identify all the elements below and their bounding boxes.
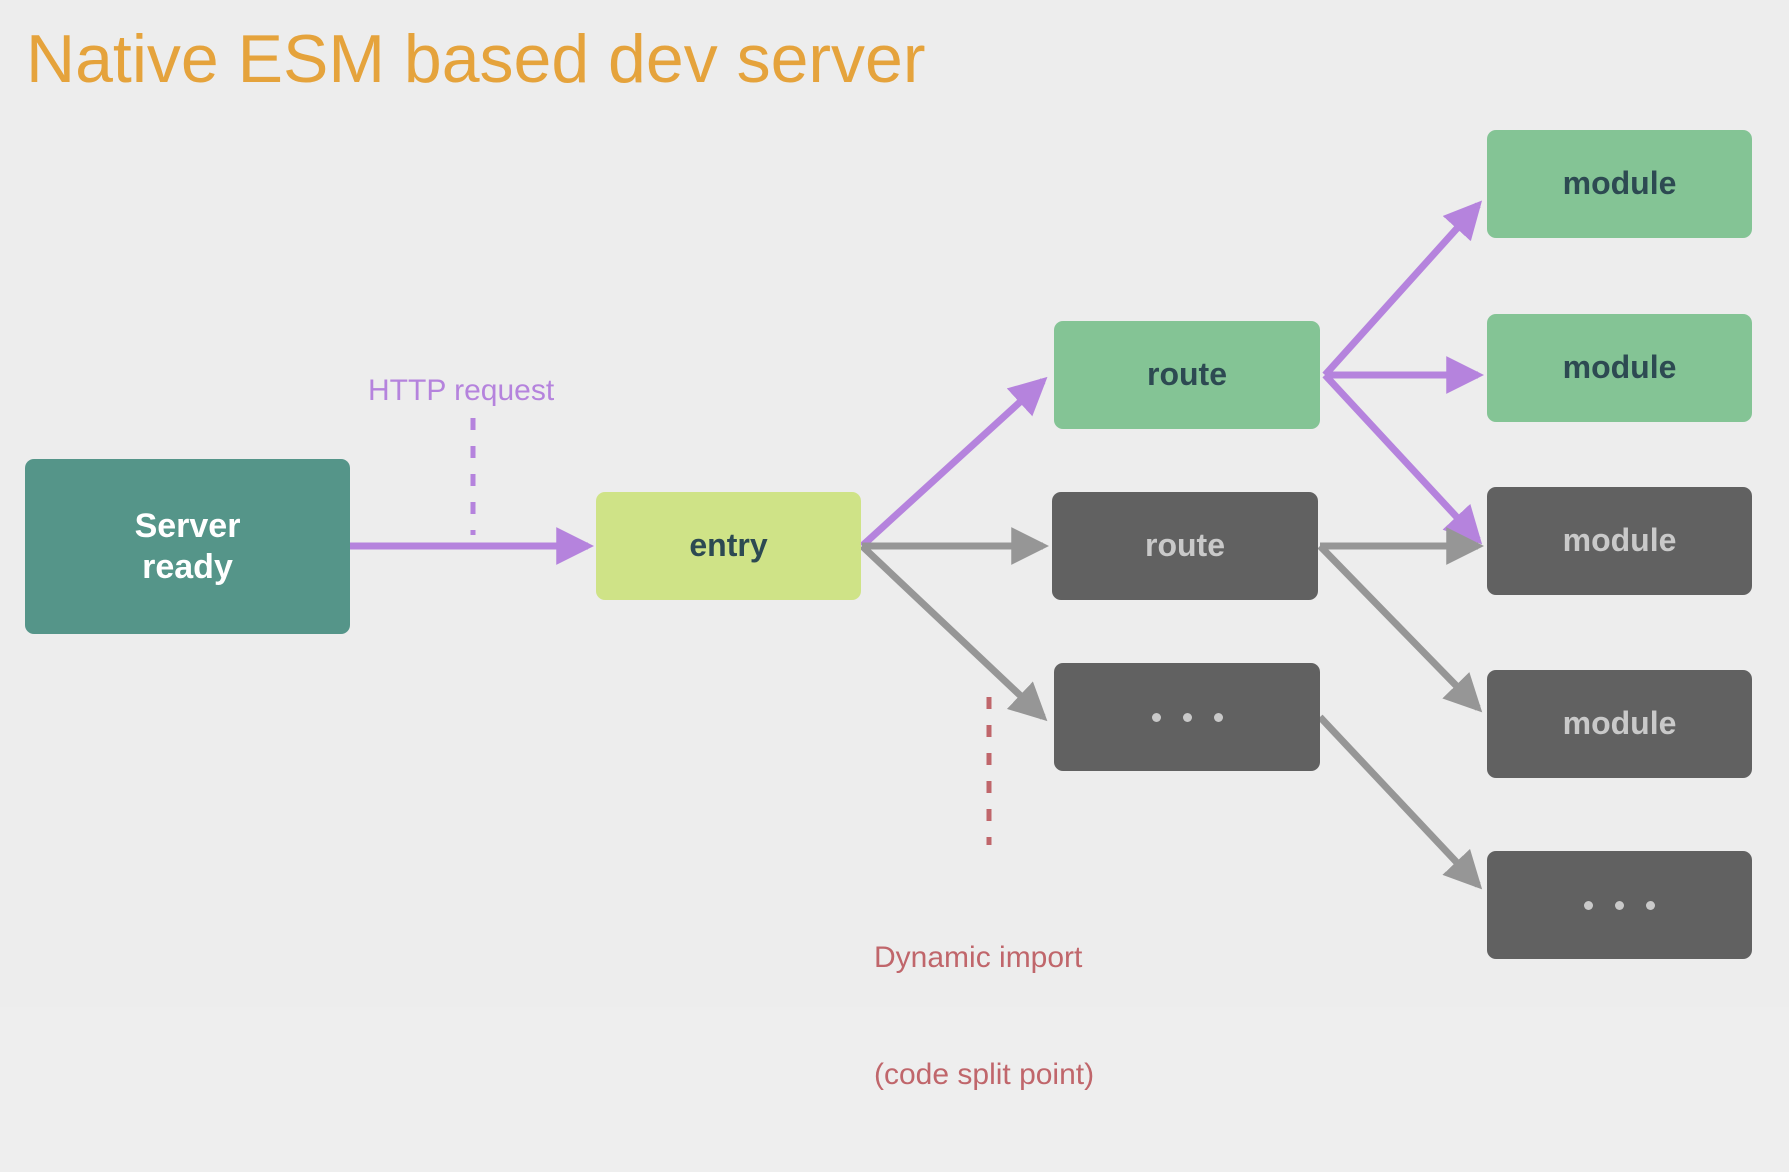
node-route-active[interactable]: route [1054,321,1320,429]
node-module-1[interactable]: module [1487,130,1752,238]
page-title: Native ESM based dev server [26,21,926,97]
node-module-4[interactable]: module [1487,670,1752,778]
node-ellipsis-bottom-label [1584,900,1655,910]
edge-route-inactive-to-module-4 [1317,543,1483,713]
dot-3 [1646,900,1655,910]
dynamic-import-label-line2: (code split point) [874,1058,1095,1091]
node-route-inactive-label: route [1145,527,1225,564]
node-entry-label: entry [689,527,768,564]
edge-entry-to-route-active [859,376,1048,549]
http-request-label: HTTP request [368,374,555,407]
dynamic-import-label-line1: Dynamic import [874,941,1083,974]
dot-1 [1584,900,1593,910]
node-module-2[interactable]: module [1487,314,1752,422]
edge-route-to-module-3 [1322,372,1483,545]
dot-1 [1151,712,1161,722]
node-server-ready[interactable]: Server ready [25,459,350,634]
edge-route-to-module-1 [1322,200,1483,378]
dot-3 [1213,712,1223,722]
dynamic-import-label: Dynamic import (code split point) [874,860,1094,1172]
node-ellipsis-mid-label [1151,712,1223,722]
node-route-active-label: route [1147,356,1227,393]
node-server-ready-label-line1: Server [134,507,241,546]
node-ellipsis-mid[interactable] [1054,663,1320,771]
node-route-inactive[interactable]: route [1052,492,1318,600]
dot-2 [1182,712,1192,722]
node-module-3[interactable]: module [1487,487,1752,595]
node-module-4-label: module [1562,705,1677,742]
node-entry[interactable]: entry [596,492,861,600]
edge-ellipsis-to-ellipsis-bottom [1317,714,1483,890]
node-server-ready-label-line2: ready [142,547,233,586]
edge-entry-to-ellipsis [859,543,1048,722]
diagram-canvas: Native ESM based dev server [25,21,1752,1091]
node-module-1-label: module [1562,165,1677,202]
dot-2 [1615,900,1624,910]
node-module-3-label: module [1562,522,1677,559]
node-ellipsis-bottom[interactable] [1487,851,1752,959]
node-module-2-label: module [1562,349,1677,386]
